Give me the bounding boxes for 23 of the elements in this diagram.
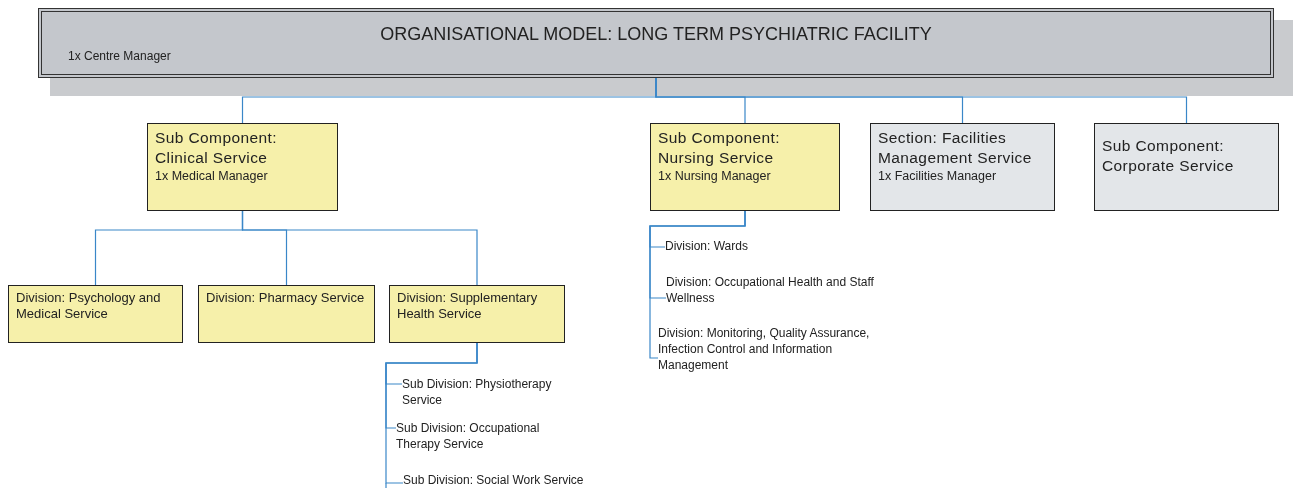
connector-line xyxy=(649,210,746,359)
manager-text: 1x Centre Manager xyxy=(68,49,171,63)
org-box xyxy=(389,285,565,343)
box-heading: Sub Component: Nursing Service xyxy=(658,128,781,168)
manager-text: 1x Facilities Manager xyxy=(878,168,998,185)
org-box xyxy=(650,123,840,211)
manager-text: 1x Nursing Manager xyxy=(658,168,772,185)
box-heading: Division: Supplementary Health Service xyxy=(397,290,539,322)
org-box xyxy=(1094,123,1279,211)
header-box xyxy=(38,8,1274,78)
diagram-heading: ORGANISATIONAL MODEL: LONG TERM PSYCHIATRIC FACILITY xyxy=(379,24,933,45)
org-box xyxy=(870,123,1055,211)
box-heading: Section: Facilities Management Service xyxy=(878,128,1033,168)
box-heading: Division: Pharmacy Service xyxy=(206,290,366,306)
org-box xyxy=(8,285,183,343)
box-heading: Division: Psychology and Medical Service xyxy=(16,290,162,322)
org-box xyxy=(198,285,375,343)
org-box xyxy=(147,123,338,211)
connector-line xyxy=(241,210,478,286)
box-heading: Sub Component: Clinical Service xyxy=(155,128,278,168)
manager-text: 1x Medical Manager xyxy=(155,168,269,185)
box-heading: Sub Component: Corporate Service xyxy=(1102,136,1235,176)
connector-line xyxy=(385,342,478,484)
